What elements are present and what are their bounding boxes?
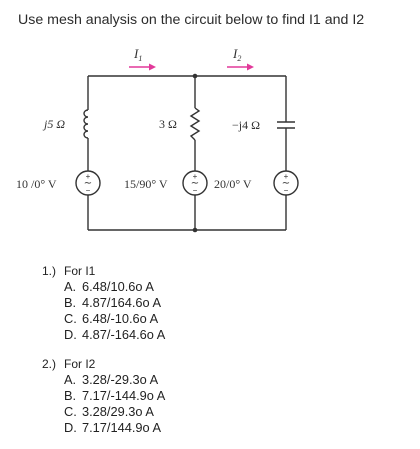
resistor-symbol: [189, 107, 201, 141]
source-1-label: 10 /0° V: [16, 177, 57, 191]
question-1-block: 1.) For I1 A.6.48/10.6o A B.4.87/164.6o A…: [42, 264, 165, 343]
junction-bottom: [192, 227, 198, 233]
option-list-item[interactable]: D.4.87/-164.6o A: [64, 327, 166, 342]
question-1-label: For I1: [64, 264, 96, 278]
voltage-source-2: + ∼ −: [182, 170, 208, 196]
mesh-current-label-1: I1: [133, 46, 142, 63]
junction-top: [192, 73, 198, 79]
circuit-diagram: I1 I2 j5 Ω 3 Ω −j4 Ω + ∼: [16, 46, 299, 233]
capacitor-symbol: [277, 121, 295, 129]
mesh-current-arrow-1: [129, 63, 156, 71]
question-2-label: For I2: [64, 357, 96, 371]
inductor-label: j5 Ω: [42, 117, 65, 131]
svg-text:+: +: [193, 172, 198, 181]
capacitor-label: −j4 Ω: [232, 118, 260, 132]
resistor-label: 3 Ω: [159, 117, 177, 131]
svg-text:−: −: [193, 186, 198, 195]
question-2-number: 2.): [42, 357, 57, 371]
option-list-item[interactable]: B.7.17/-144.9o A: [64, 388, 166, 403]
question-2-block: 2.) For I2 A.3.28/-29.3o A B.7.17/-144.9o…: [42, 357, 165, 436]
option-list-item[interactable]: C.6.48/-10.6o A: [64, 311, 159, 326]
option-list-item[interactable]: D.7.17/144.9o A: [64, 420, 161, 435]
svg-text:−: −: [284, 186, 289, 195]
question-1-title: 1.) For I1: [42, 264, 165, 278]
svg-text:+: +: [284, 172, 289, 181]
svg-text:−: −: [86, 186, 91, 195]
svg-text:∼: ∼: [84, 178, 92, 189]
svg-text:∼: ∼: [191, 178, 199, 189]
source-2-label: 15/90° V: [124, 177, 168, 191]
question-2-title: 2.) For I2: [42, 357, 165, 371]
svg-text:∼: ∼: [282, 178, 290, 189]
source-3-label: 20/0° V: [214, 177, 252, 191]
question-2-options: A.3.28/-29.3o A B.7.17/-144.9o A C.3.28/…: [42, 372, 165, 436]
question-1-number: 1.): [42, 264, 57, 278]
option-list-item[interactable]: C.3.28/29.3o A: [64, 404, 154, 419]
option-list-item[interactable]: B.4.87/164.6o A: [64, 295, 161, 310]
inductor-symbol: [83, 109, 89, 139]
question-text: Use mesh analysis on the circuit below t…: [18, 12, 365, 28]
option-list-item[interactable]: A.3.28/-29.3o A: [64, 372, 159, 387]
mesh-current-arrow-2: [227, 63, 254, 71]
voltage-source-1: + ∼ −: [75, 170, 101, 196]
mesh-current-label-2: I2: [232, 46, 241, 63]
svg-text:+: +: [86, 172, 91, 181]
circuit-wires: [87, 75, 287, 231]
option-list-item[interactable]: A.6.48/10.6o A: [64, 279, 154, 294]
question-1-options: A.6.48/10.6o A B.4.87/164.6o A C.6.48/-1…: [42, 279, 165, 343]
voltage-source-3: + ∼ −: [273, 170, 299, 196]
